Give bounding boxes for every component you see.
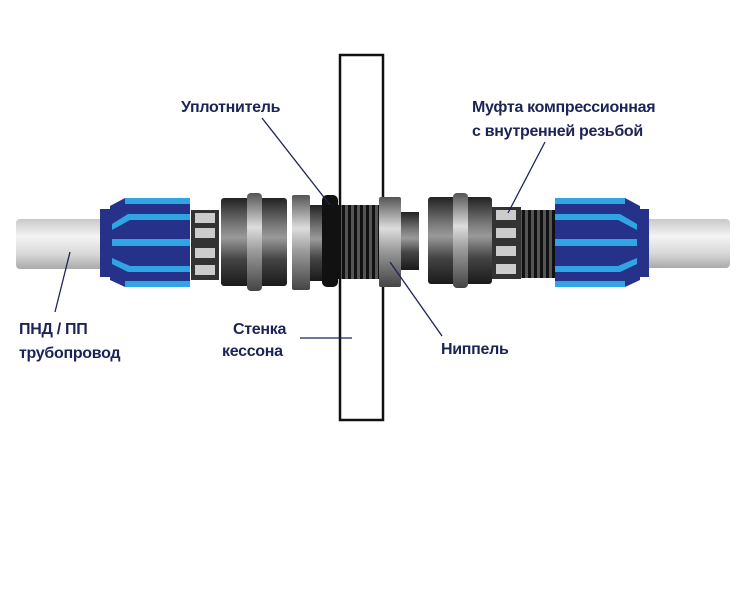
left-pipe	[16, 219, 106, 269]
nipple-label: Ниппель	[441, 341, 509, 358]
left-body-band	[247, 193, 262, 291]
pipe-label-line1: ПНД / ПП	[19, 321, 88, 338]
left-ferrule	[191, 210, 219, 280]
nipple-leader	[389, 261, 443, 337]
seal-leader	[261, 117, 331, 206]
left-compression-nut	[100, 198, 190, 287]
left-nut	[292, 195, 310, 290]
nipple-nut	[379, 197, 401, 287]
right-pipe	[640, 219, 730, 268]
seal-label: Уплотнитель	[181, 99, 281, 116]
coupling-label-line2: с внутренней резьбой	[472, 123, 643, 140]
pipe-label-line2: трубопровод	[19, 345, 121, 362]
wall-label-line2: кессона	[222, 343, 283, 360]
right-thread	[521, 210, 555, 278]
coupling-leader	[507, 141, 546, 214]
coupling-label-line1: Муфта компрессионная	[472, 99, 656, 116]
pipe-leader	[54, 251, 71, 313]
right-compression-nut	[555, 198, 649, 287]
right-ferrule	[492, 207, 521, 279]
seal-gasket	[322, 195, 338, 287]
wall-label-line1: Стенка	[233, 321, 287, 338]
